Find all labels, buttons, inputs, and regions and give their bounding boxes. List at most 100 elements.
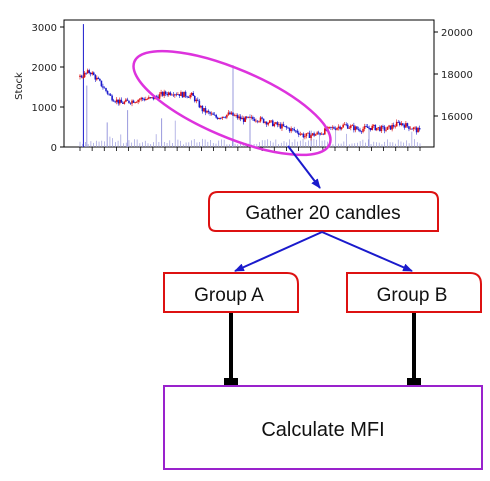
candle-body xyxy=(94,75,97,80)
candle-body xyxy=(177,94,179,95)
candle-body xyxy=(169,92,172,95)
left-tick-label: 0 xyxy=(51,143,57,154)
candle-body xyxy=(319,133,322,135)
candle-body xyxy=(394,126,396,128)
candle-body xyxy=(337,126,340,128)
candle-body xyxy=(388,125,390,127)
candle-body xyxy=(414,127,416,129)
left-axis: 0 1000 2000 3000 xyxy=(32,23,64,154)
candle-body xyxy=(299,133,302,135)
candle-body xyxy=(379,127,381,132)
candle-body xyxy=(172,94,175,96)
candle-body xyxy=(109,94,112,96)
candle-body xyxy=(232,112,234,116)
candle-body xyxy=(82,77,84,79)
candle-body xyxy=(212,113,214,115)
candle-body xyxy=(284,126,286,127)
candle-body xyxy=(207,110,210,113)
candle-body xyxy=(103,87,106,89)
candle-body xyxy=(395,121,398,127)
candle-body xyxy=(392,124,395,127)
candle-body xyxy=(181,92,184,98)
candle-body xyxy=(118,99,121,104)
candle-body xyxy=(229,112,231,115)
candle-body xyxy=(148,97,150,99)
candle-body xyxy=(138,99,141,101)
candle-body xyxy=(250,117,253,118)
group-b-node: Group B xyxy=(346,272,482,313)
candle-body xyxy=(356,126,358,130)
candle-body xyxy=(353,125,355,131)
candle-body xyxy=(126,99,129,101)
candle-body xyxy=(334,128,337,130)
candle-body xyxy=(184,91,187,97)
candle-body xyxy=(330,126,332,128)
candle-body xyxy=(333,127,335,129)
candle-body xyxy=(296,130,299,133)
group-a-node: Group A xyxy=(163,272,299,313)
candle-body xyxy=(386,126,389,130)
candle-body xyxy=(377,127,380,128)
candle-body xyxy=(143,99,146,101)
candle-body xyxy=(417,128,419,133)
candle-body xyxy=(174,94,176,96)
candle-body xyxy=(301,133,303,135)
candle-body xyxy=(351,125,354,127)
candle-body xyxy=(215,115,217,118)
candle-body xyxy=(85,72,87,74)
candle-body xyxy=(402,123,404,125)
candle-body xyxy=(105,88,107,91)
candle-body xyxy=(120,99,123,103)
candle-body xyxy=(115,99,118,102)
candle-body xyxy=(366,126,369,129)
candle-body xyxy=(247,116,250,118)
candle-body xyxy=(166,94,169,96)
candle-body xyxy=(204,108,207,113)
arrow-gather-to-group-a xyxy=(234,231,323,272)
right-tick-label: 16000 xyxy=(441,112,473,123)
candle-body xyxy=(171,94,173,96)
candle-body xyxy=(281,124,283,129)
candle-body xyxy=(278,124,280,126)
candle-body xyxy=(256,120,259,122)
candle-body xyxy=(282,124,285,127)
candle-body xyxy=(210,113,213,115)
candle-body xyxy=(112,100,115,102)
candle-body xyxy=(265,121,268,125)
candle-body xyxy=(363,126,366,129)
candle-body xyxy=(293,128,295,131)
candle-body xyxy=(270,120,273,122)
candle-body xyxy=(369,128,372,130)
candle-body xyxy=(389,125,392,130)
candle-body xyxy=(140,97,142,100)
candle-body xyxy=(360,131,363,133)
candle-body xyxy=(368,128,370,129)
candle-body xyxy=(230,112,233,115)
candle-body xyxy=(324,128,326,135)
candle-body xyxy=(83,72,86,78)
candle-body xyxy=(180,92,182,96)
stock-chart: 0 1000 2000 3000 16000 18000 20000 Stock xyxy=(14,19,473,154)
candle-body xyxy=(328,126,331,128)
candle-body xyxy=(320,133,323,135)
candle-body xyxy=(135,102,138,103)
candle-body xyxy=(385,129,387,131)
candle-body xyxy=(151,97,153,98)
candle-body xyxy=(273,123,276,127)
x-axis-ticks xyxy=(79,147,421,151)
candle-body xyxy=(291,128,294,130)
arrow-gather-to-group-b xyxy=(321,231,413,272)
candle-body xyxy=(362,128,364,132)
candle-body xyxy=(111,95,113,101)
candle-body xyxy=(322,133,325,135)
candle-body xyxy=(244,116,247,122)
candle-body xyxy=(354,126,357,131)
candle-body xyxy=(255,120,257,122)
candle-body xyxy=(346,124,349,129)
candle-body xyxy=(114,101,116,103)
calculate-mfi-label: Calculate MFI xyxy=(261,419,384,441)
candle-body xyxy=(415,127,418,133)
candle-body xyxy=(294,130,297,132)
candle-body xyxy=(141,97,144,100)
candle-body xyxy=(193,96,196,102)
